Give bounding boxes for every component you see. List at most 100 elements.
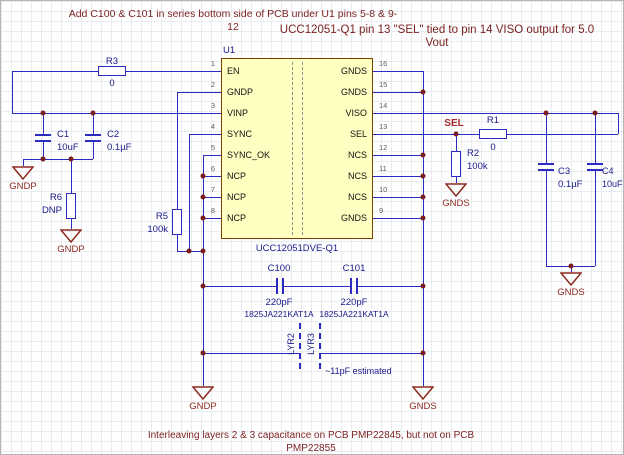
gndp-label-1: GNDP <box>9 181 37 192</box>
r3-designator: R3 <box>105 56 119 67</box>
capacitor-c3[interactable] <box>538 163 554 165</box>
layer3-label: LYR3 <box>306 333 316 355</box>
wire-c4-top <box>595 113 596 163</box>
junction-dot <box>68 156 74 162</box>
capacitor-c100-plate2 <box>282 278 284 294</box>
junction-dot <box>453 131 459 137</box>
layer-cap-estimate-note: ~11pF estimated <box>325 366 392 376</box>
pin-name-ncp-7: NCP <box>227 192 247 202</box>
pin-name-ncs-10: NCS <box>347 192 367 202</box>
wire-pin9 <box>391 218 423 219</box>
ic-u1-body[interactable] <box>221 58 373 239</box>
wire-pin10 <box>391 197 423 198</box>
wire-layer-right <box>320 353 423 354</box>
capacitor-c101-plate2 <box>356 278 358 294</box>
capacitor-c1-plate2 <box>35 140 51 142</box>
capacitor-c1[interactable] <box>35 134 51 136</box>
annotation-top-1: Add C100 & C101 in series bottom side of… <box>68 8 398 33</box>
wire-pin16 <box>391 71 423 72</box>
pin-stub-3 <box>203 113 221 114</box>
junction-dot <box>420 173 426 179</box>
wire-pin2-drop <box>177 92 178 251</box>
wire-en-vinp-tie <box>12 71 13 113</box>
wire-pin12 <box>391 155 423 156</box>
wire-sel-viso-tie <box>618 113 619 134</box>
junction-dot <box>420 350 426 356</box>
pin-number-16: 16 <box>379 59 388 68</box>
pin-name-sync: SYNC <box>227 129 253 139</box>
c101-part-number: 1825JA221KAT1A <box>319 309 389 319</box>
junction-dot <box>592 110 598 116</box>
pin-stub-4 <box>203 134 221 135</box>
wire-pin11 <box>391 176 423 177</box>
isolation-barrier-line-2 <box>302 62 303 235</box>
resistor-r6[interactable] <box>66 193 76 219</box>
c100-designator: C100 <box>267 263 291 274</box>
wire-c2-top <box>93 113 94 134</box>
pin-name-gnds-16: GNDS <box>340 66 367 76</box>
pin-number-2: 2 <box>210 80 215 89</box>
wire-pin4-drop <box>189 134 190 251</box>
pin-stub-15 <box>373 92 391 93</box>
capacitor-c100[interactable] <box>276 278 278 294</box>
capacitor-c101[interactable] <box>350 278 352 294</box>
gnds-symbol-1[interactable] <box>411 386 435 401</box>
pin-stub-9 <box>373 218 391 219</box>
u1-part-number: UCC12051DVE-Q1 <box>255 243 339 254</box>
gnds-label-1: GNDS <box>409 401 437 412</box>
gndp-symbol-1[interactable] <box>11 166 35 181</box>
pin-stub-14 <box>373 113 391 114</box>
sel-net-label[interactable]: SEL <box>444 118 464 129</box>
resistor-r1[interactable] <box>479 129 507 139</box>
wire-gnds-stub <box>571 266 572 272</box>
pin-number-8: 8 <box>210 206 215 215</box>
wire-pin4 <box>189 134 203 135</box>
r1-value: 0 <box>490 142 496 153</box>
junction-dot <box>200 283 206 289</box>
pin-name-viso: VISO <box>345 108 367 118</box>
annotation-bottom: Interleaving layers 2 & 3 capacitance on… <box>147 430 475 454</box>
c3-value: 0.1µF <box>558 179 583 190</box>
junction-dot <box>200 173 206 179</box>
pin-stub-13 <box>373 134 391 135</box>
pin-name-gnds-15: GNDS <box>340 87 367 97</box>
gnds-symbol-3[interactable] <box>559 272 583 287</box>
c100-part-number: 1825JA221KAT1A <box>244 309 314 319</box>
wire-c3-bottom <box>546 171 547 266</box>
pin-number-1: 1 <box>210 59 215 68</box>
pin-stub-6 <box>203 176 221 177</box>
junction-dot <box>200 194 206 200</box>
wire-pin2 <box>177 92 203 93</box>
junction-dot <box>420 215 426 221</box>
pin-name-sel: SEL <box>349 129 367 139</box>
pin-name-sync-ok: SYNC_OK <box>227 150 271 160</box>
capacitor-c2[interactable] <box>85 134 101 136</box>
capacitor-c4[interactable] <box>587 163 603 165</box>
wire-c100-c101 <box>284 286 350 287</box>
c4-designator: C4 <box>602 166 614 176</box>
c101-value: 220pF <box>340 297 368 308</box>
gndp-symbol-2[interactable] <box>59 229 83 244</box>
pin-number-5: 5 <box>210 143 215 152</box>
layer3-plate <box>319 323 321 369</box>
resistor-r3[interactable] <box>98 66 126 76</box>
resistor-r5[interactable] <box>172 209 182 235</box>
wire-left-rail <box>203 155 204 386</box>
pin-stub-1 <box>203 71 221 72</box>
resistor-r2[interactable] <box>451 151 461 177</box>
capacitor-c4-plate2 <box>587 169 603 171</box>
capacitor-c2-plate2 <box>85 140 101 142</box>
pin-number-11: 11 <box>379 164 387 173</box>
r3-value: 0 <box>109 78 115 89</box>
r2-value: 100k <box>467 161 488 172</box>
pin-stub-2 <box>203 92 221 93</box>
junction-dot <box>40 110 46 116</box>
junction-dot <box>420 89 426 95</box>
junction-dot <box>420 194 426 200</box>
c4-value: 10uF <box>602 179 623 189</box>
pin-number-6: 6 <box>210 164 215 173</box>
gndp-symbol-3[interactable] <box>191 386 215 401</box>
pin-stub-7 <box>203 197 221 198</box>
gnds-symbol-2[interactable] <box>444 183 468 198</box>
r6-designator: R6 <box>49 192 62 203</box>
